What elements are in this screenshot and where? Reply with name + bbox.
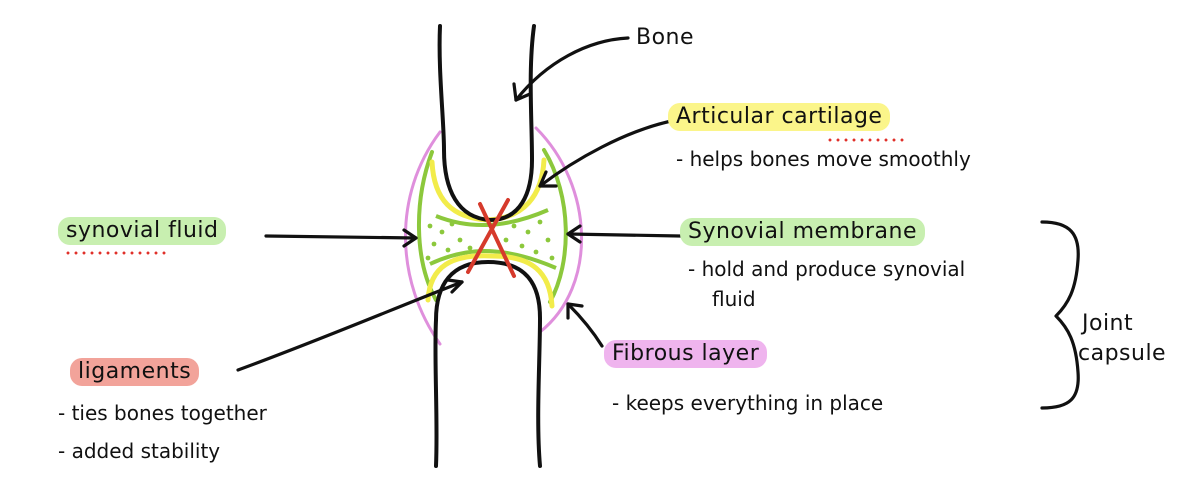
synovial-membrane-right <box>542 148 568 304</box>
arrows <box>236 36 1080 410</box>
ligaments-arrow <box>236 280 464 372</box>
synovial-membrane-note-2: fluid <box>712 287 756 311</box>
bone-outline <box>433 24 542 468</box>
synovial-fluid-dots <box>425 219 555 261</box>
articular-cartilage-label: Articular cartilage <box>668 103 891 131</box>
joint-capsule-brace <box>1040 220 1080 410</box>
synovial-fluid-label: synovial fluid <box>58 217 227 245</box>
ligaments-note-1: - ties bones together <box>58 401 267 425</box>
bone-arrow <box>514 36 630 102</box>
fibrous-layer-note: - keeps everything in place <box>612 391 884 415</box>
synovial-membrane-bottom <box>429 249 557 270</box>
articular-cartilage-arrow <box>538 118 678 188</box>
ligaments-note-2: - added stability <box>58 439 221 463</box>
red-cross-mark <box>466 198 516 278</box>
articular-cartilage-bottom <box>425 253 555 309</box>
bone-label: Bone <box>636 25 695 50</box>
fibrous-layer-label: Fibrous layer <box>604 340 768 368</box>
joint-capsule-label-line1: Joint <box>1082 311 1134 336</box>
synovial-membrane-note-1: - hold and produce synovial <box>688 257 966 281</box>
joint-capsule-label-line2: capsule <box>1078 341 1167 366</box>
articular-cartilage-note: - helps bones move smoothly <box>676 147 971 171</box>
synovial-membrane-label: Synovial membrane <box>680 218 925 246</box>
fibrous-layer-arrow <box>566 302 604 348</box>
spellcheck-underline-cartilage <box>826 138 908 142</box>
spellcheck-underline-synovial <box>64 251 168 255</box>
synovial-fluid-arrow <box>264 234 418 240</box>
ligaments-label: ligaments <box>70 358 200 386</box>
synovial-membrane-top <box>435 208 549 228</box>
synovial-membrane-arrow <box>566 232 682 238</box>
